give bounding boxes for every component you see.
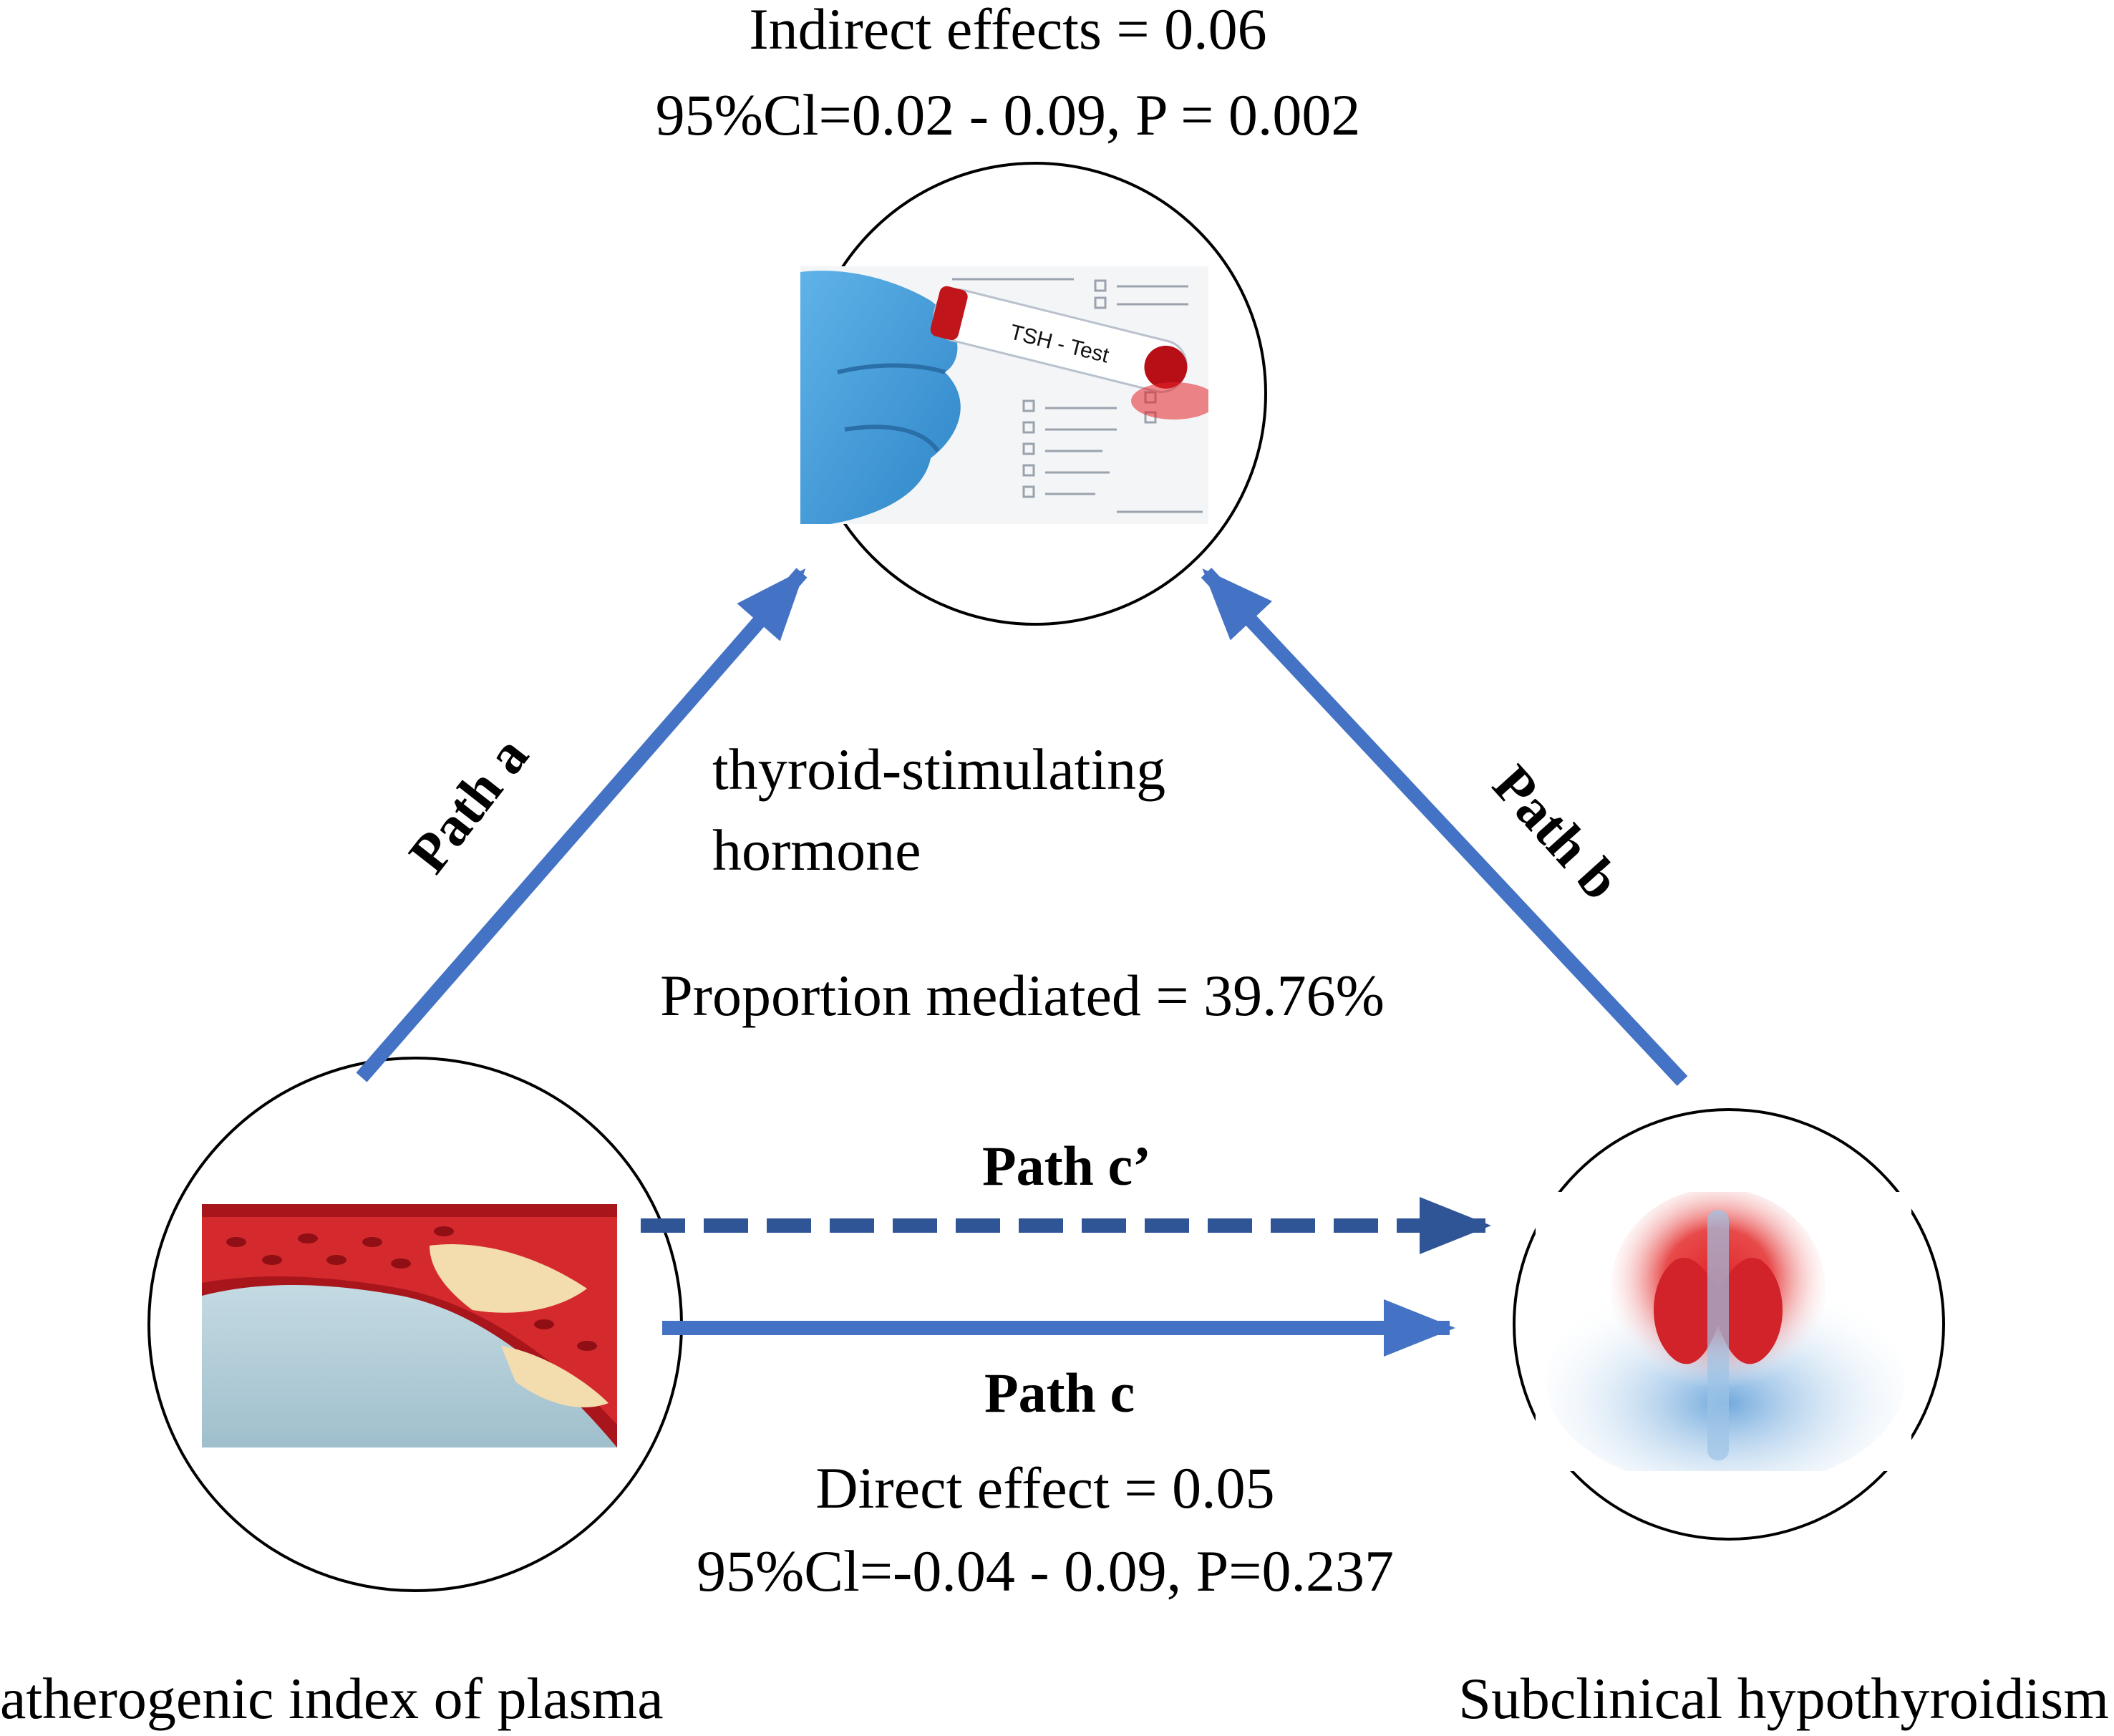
artery-plaque-image [202,1204,617,1448]
path-a-arrow [356,568,808,1082]
outcome-label: Subclinical hypothyroidism [1458,1666,2109,1731]
path-b-arrow [1201,568,1688,1086]
indirect-ci-text: 95%Cl=0.02 - 0.09, P = 0.002 [656,82,1361,147]
mediator-name-line2: hormone [712,818,921,883]
path-a-label: Path a [397,724,540,884]
direct-effect-text: Direct effect = 0.05 [815,1455,1274,1521]
mediator-name-line1: thyroid-stimulating [712,737,1165,802]
thyroid-gland-image [1536,1192,1911,1471]
direct-ci-text: 95%Cl=-0.04 - 0.09, P=0.237 [697,1538,1394,1604]
path-c-prime-label: Path c’ [982,1135,1151,1197]
exposure-label: atherogenic index of plasma [0,1666,664,1731]
tsh-test-tube-image: TSH - Test [800,266,1208,524]
indirect-effect-text: Indirect effects = 0.06 [749,0,1266,62]
proportion-mediated-text: Proportion mediated = 39.76% [660,963,1385,1028]
path-c-label: Path c [984,1362,1135,1424]
